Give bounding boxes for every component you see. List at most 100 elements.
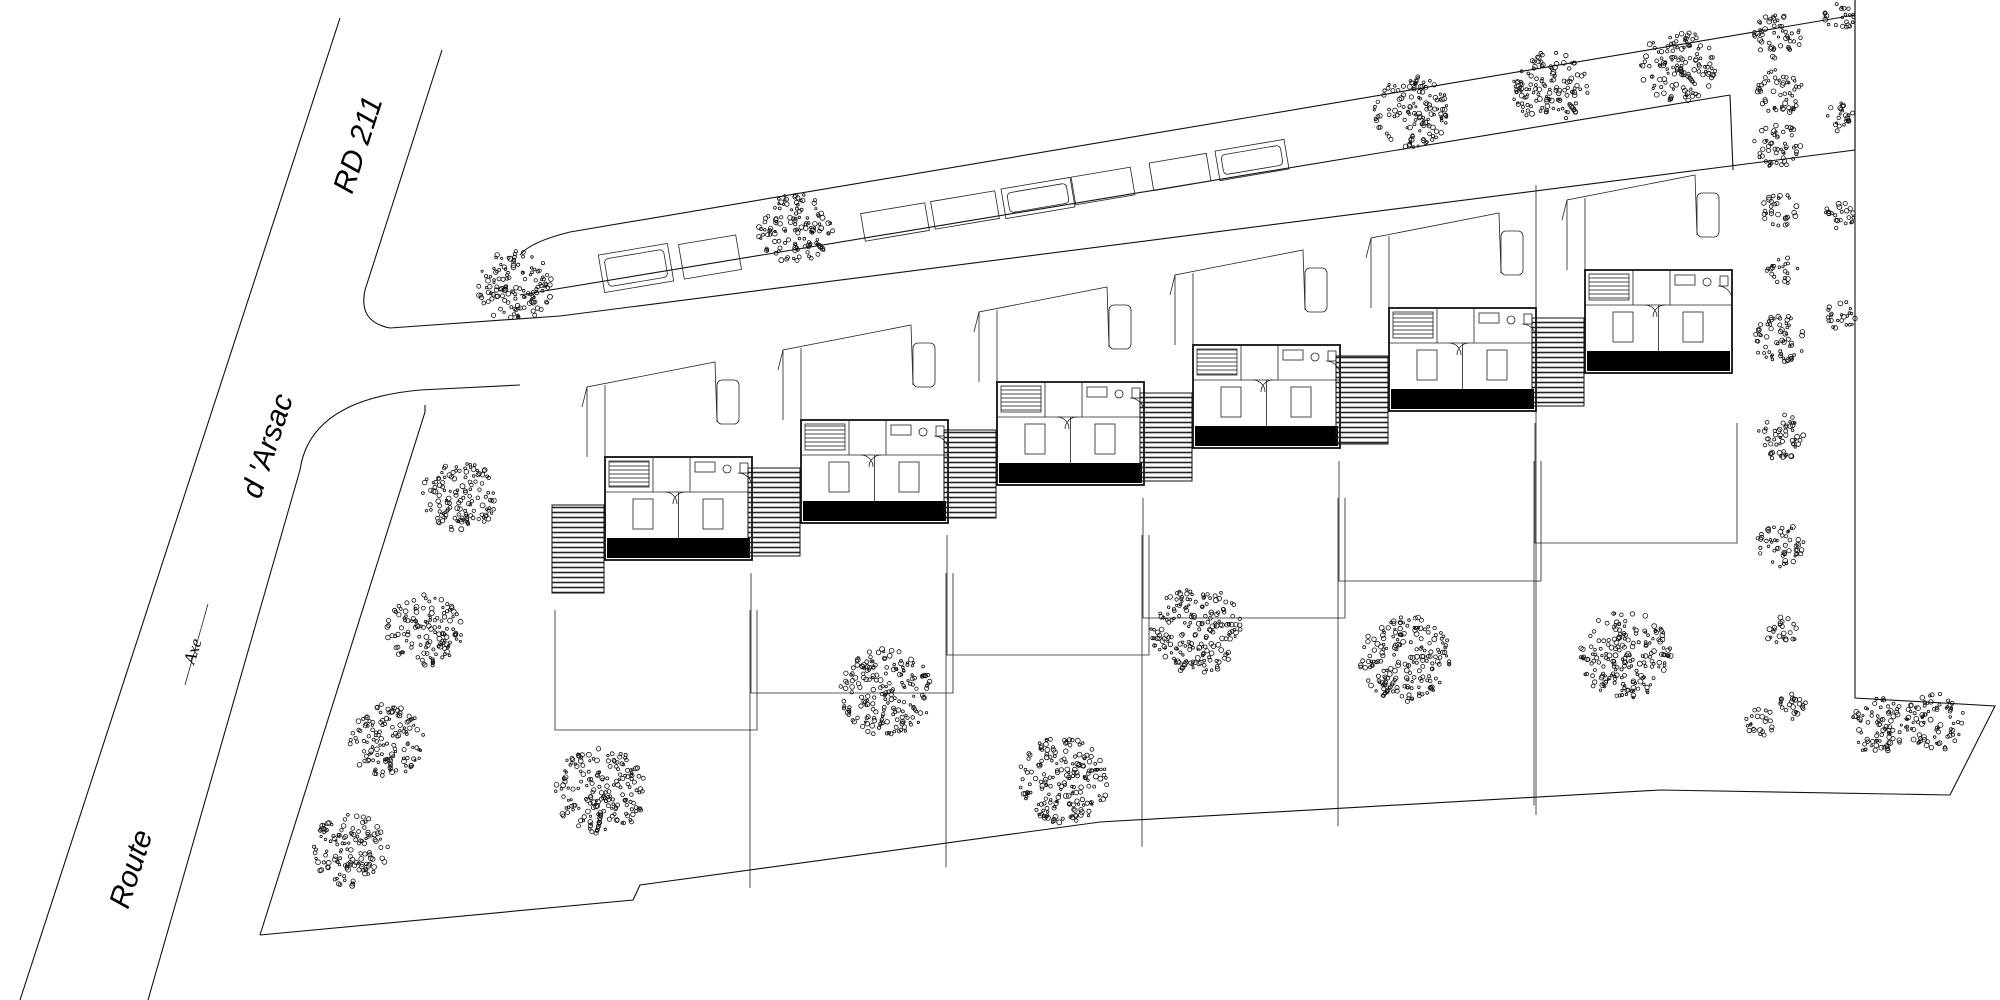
tree-leaf — [371, 864, 377, 870]
tree-leaf — [360, 814, 366, 820]
tree-leaf — [597, 817, 602, 822]
tree-leaf — [395, 713, 400, 718]
tree-leaf — [404, 600, 410, 606]
tree-leaf — [1622, 663, 1627, 669]
tree-leaf — [1919, 711, 1926, 718]
tree-leaf — [1659, 85, 1664, 90]
tree-leaf — [1044, 751, 1050, 757]
tree-leaf — [1420, 664, 1426, 669]
tree-leaf — [1410, 133, 1415, 139]
tree-leaf — [468, 513, 474, 518]
tree-leaf — [1678, 55, 1684, 61]
tree-leaf — [465, 517, 469, 522]
tree-leaf — [1548, 64, 1554, 70]
tree-leaf — [529, 266, 534, 270]
tree-leaf — [1086, 768, 1092, 774]
tree-leaf — [926, 681, 930, 686]
tree-leaf — [815, 212, 821, 217]
tree-leaf — [1766, 40, 1772, 46]
tree-leaf — [1516, 101, 1520, 105]
tree-leaf — [921, 664, 925, 669]
tree-leaf — [1223, 636, 1229, 642]
tree-leaf — [1777, 328, 1784, 335]
tree-leaf — [1428, 79, 1432, 83]
tree-leaf — [1627, 665, 1631, 670]
tree-leaf — [1564, 92, 1570, 98]
tree-leaf — [378, 845, 384, 850]
tree-leaf — [815, 238, 819, 242]
tree-leaf — [1906, 728, 1910, 732]
tree-leaf — [1380, 653, 1386, 659]
tree-leaf — [325, 849, 329, 853]
tree-leaf — [629, 792, 634, 797]
tree-leaf — [1050, 759, 1054, 763]
tree-leaf — [1881, 698, 1887, 703]
tree-leaf — [458, 526, 465, 533]
tree-leaf — [870, 731, 876, 736]
tree-leaf — [342, 874, 347, 879]
tree-leaf — [1423, 84, 1429, 90]
tree-leaf — [877, 725, 882, 730]
tree-leaf — [390, 724, 395, 730]
tree-leaf — [1774, 134, 1780, 140]
tree-leaf — [880, 712, 886, 717]
tree-leaf — [878, 685, 883, 690]
tree-leaf — [629, 819, 634, 825]
tree-leaf — [438, 597, 444, 603]
tree-leaf — [366, 835, 370, 839]
tree-leaf — [442, 463, 448, 469]
tree-leaf — [1070, 815, 1076, 821]
tree-leaf — [806, 221, 811, 225]
tree-leaf — [1039, 758, 1044, 764]
tree-leaf — [330, 822, 334, 827]
tree-leaf — [1039, 812, 1044, 817]
tree-leaf — [794, 258, 800, 264]
tree-leaf — [1758, 551, 1763, 556]
tree-leaf — [1411, 145, 1416, 149]
tree-leaf — [1601, 671, 1606, 676]
tree-leaf — [1782, 268, 1788, 274]
tree-leaf — [1950, 727, 1956, 733]
tree-leaf — [489, 511, 494, 515]
tree-leaf — [1649, 658, 1655, 664]
tree-leaf — [591, 787, 597, 793]
tree-leaf — [1710, 72, 1716, 78]
tree-leaf — [1774, 640, 1779, 644]
tree-leaf — [1433, 128, 1440, 134]
tree-leaf — [443, 513, 449, 518]
tree-leaf — [506, 270, 510, 275]
tree-leaf — [1826, 318, 1831, 323]
tree-leaf — [1204, 602, 1209, 606]
tree-leaf — [1589, 661, 1594, 666]
tree-leaf — [778, 199, 784, 206]
tree-leaf — [409, 641, 415, 647]
tree-leaf — [1828, 317, 1834, 324]
tree-leaf — [1366, 659, 1372, 665]
tree-leaf — [1385, 668, 1389, 673]
tree-leaf — [1042, 801, 1047, 806]
tree-leaf — [1547, 97, 1552, 102]
tree-leaf — [1544, 107, 1549, 113]
tree-leaf — [795, 195, 801, 201]
tree-leaf — [1604, 655, 1609, 660]
tree-leaf — [1766, 319, 1771, 324]
tree-leaf — [588, 823, 594, 829]
tree-leaf — [1395, 659, 1402, 665]
tree-leaf — [490, 291, 496, 297]
bed — [1220, 386, 1242, 418]
tree-leaf — [1166, 612, 1170, 616]
tree-leaf — [1219, 635, 1225, 642]
tree-leaf — [402, 632, 407, 637]
tree-leaf — [588, 776, 594, 782]
tree-leaf — [447, 505, 453, 510]
tree-leaf — [1766, 194, 1772, 201]
tree-leaf — [886, 689, 892, 695]
tree-leaf — [332, 853, 339, 859]
tree — [1824, 200, 1856, 231]
tree-leaf — [910, 673, 914, 677]
tree-leaf — [1370, 663, 1374, 667]
tree-leaf — [901, 665, 905, 670]
tree-leaf — [1629, 643, 1636, 650]
tree-leaf — [1836, 204, 1843, 210]
tree-leaf — [1385, 625, 1391, 631]
